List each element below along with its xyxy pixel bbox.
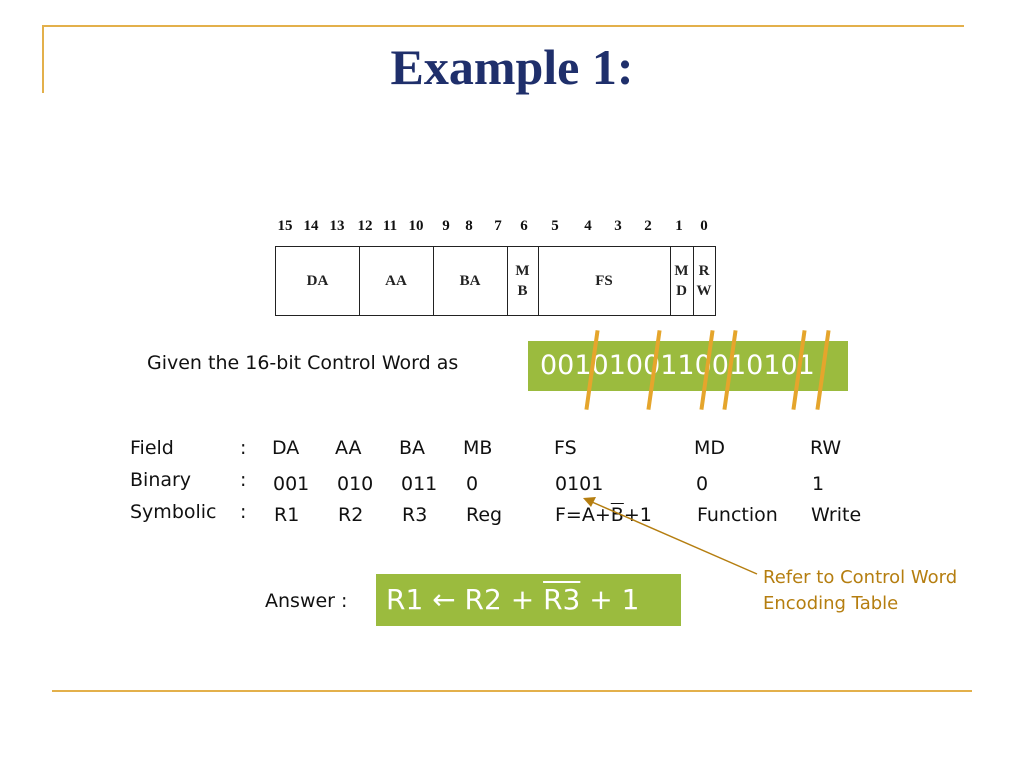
answer-expr-end: + 1 [580,583,640,616]
row-colon: : [240,437,247,459]
field-md: M D [670,247,693,315]
slide-title: Example 1: [390,39,634,95]
top-rule [42,25,964,27]
binary-cell: 001 [273,473,310,495]
bottom-rule [52,690,972,692]
symbolic-cell: Write [811,504,862,526]
answer-expr-start: R1 ← R2 + [386,583,544,616]
symbolic-cell-fs: F=A+B+1 [555,504,652,526]
row-colon: : [240,469,247,491]
field-cell: FS [554,437,577,459]
field-cell: MB [463,437,493,459]
row-colon: : [240,501,247,523]
field-divider [433,247,434,315]
bit-number: 7 [494,218,502,234]
field-divider [507,247,508,315]
answer-complement: R3 [543,583,581,616]
encoding-table-note: Refer to Control Word Encoding Table [763,567,958,614]
bit-number: 4 [584,218,592,234]
given-label: Given the 16-bit Control Word as [147,352,459,374]
fs-suffix: +1 [623,504,652,526]
binary-cell: 010 [337,473,374,495]
field-mb-line2: B [517,283,528,299]
bit-number: 13 [329,218,345,234]
field-cell: AA [335,437,362,459]
field-md-line2: D [676,283,687,299]
left-rule [42,25,44,93]
field-fs: FS [595,273,613,289]
field-divider [538,247,539,315]
bit-number: 14 [303,218,319,234]
bit-number: 1 [675,218,683,234]
symbolic-cell: R1 [274,504,300,526]
field-md-line1: M [674,263,689,279]
bit-number: 0 [700,218,708,234]
bit-number: 2 [644,218,652,234]
format-fields-box: DA AA BA M B FS M D R W [275,246,716,316]
field-cell: BA [399,437,426,459]
symbolic-cell: Function [697,504,778,526]
bit-number: 5 [551,218,559,234]
field-rw-line2: W [696,283,712,299]
field-ba: BA [459,273,481,289]
field-mb: M B [507,247,538,315]
field-divider [359,247,360,315]
bit-number: 10 [408,218,424,234]
fs-prefix: F=A+ [555,504,611,526]
field-rw-line1: R [698,263,710,279]
row-label-symbolic: Symbolic [130,501,217,523]
bit-number: 12 [357,218,373,234]
binary-cell: 011 [401,473,438,495]
bit-number: 9 [442,218,450,234]
control-word-format-diagram: 15 14 13 12 11 10 9 8 7 6 5 4 3 2 1 0 DA… [270,212,730,324]
field-mb-line1: M [515,263,530,279]
bit-number: 11 [382,218,398,234]
symbolic-cell: R2 [338,504,364,526]
bit-number: 3 [614,218,622,234]
binary-cell: 0101 [555,473,604,495]
field-cell: MD [694,437,726,459]
answer-box: R1 ← R2 + R3 + 1 [376,574,681,626]
field-rw: R W [693,247,715,315]
bit-number: 6 [520,218,528,234]
field-aa: AA [385,273,407,289]
field-divider [670,247,671,315]
symbolic-cell: R3 [402,504,428,526]
row-label-field: Field [130,437,174,459]
symbolic-cell: Reg [466,504,503,526]
bit-number: 15 [277,218,293,234]
field-cell: DA [272,437,300,459]
binary-cell: 0 [466,473,479,495]
row-label-binary: Binary [130,469,192,491]
field-cell: RW [810,437,842,459]
bit-number: 8 [465,218,473,234]
binary-cell: 1 [812,473,825,495]
field-da: DA [306,273,329,289]
field-divider [693,247,694,315]
binary-cell: 0 [696,473,709,495]
answer-label: Answer : [265,590,348,612]
fs-complement: B [610,504,624,526]
